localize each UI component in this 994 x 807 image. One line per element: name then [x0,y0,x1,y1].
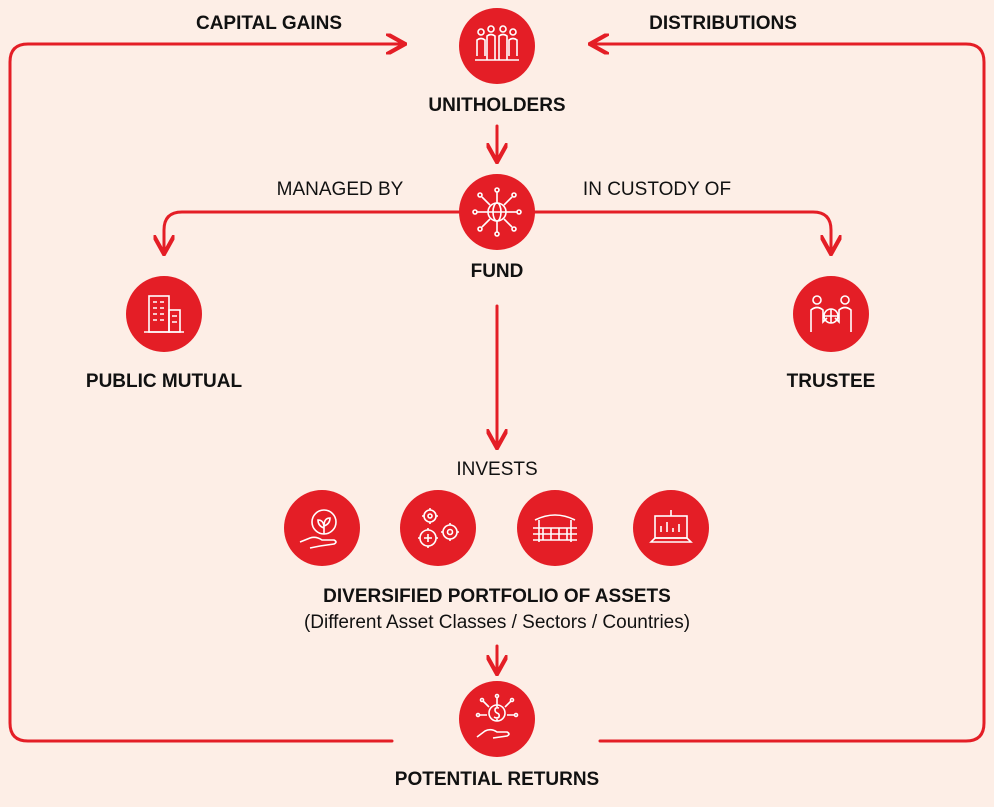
managed-by-label: MANAGED BY [276,179,404,200]
laptop-chart-icon [633,490,709,566]
public-mutual-label: PUBLIC MUTUAL [85,371,243,392]
unitholders-label: UNITHOLDERS [428,95,566,116]
portfolio-subtitle: (Different Asset Classes / Sectors / Cou… [303,612,691,633]
fund-label: FUND [470,261,524,282]
portfolio-title: DIVERSIFIED PORTFOLIO OF ASSETS [323,586,671,607]
potential-returns-icon [459,681,535,757]
capital-gains-label: CAPITAL GAINS [195,13,343,34]
in-custody-of-label: IN CUSTODY OF [582,179,732,200]
managed-by-line [164,210,462,252]
trustee-icon [793,276,869,352]
potential-returns-label: POTENTIAL RETURNS [394,769,600,790]
gears-icon [400,490,476,566]
hand-plant-earth-icon [284,490,360,566]
distributions-label: DISTRIBUTIONS [649,13,797,34]
fund-icon [459,174,535,250]
custody-line [532,210,831,252]
trustee-label: TRUSTEE [786,371,876,392]
distributions-loop-line [592,44,986,743]
railway-icon [517,490,593,566]
capital-gains-loop-line [8,44,403,743]
public-mutual-icon [126,276,202,352]
unitholders-icon [459,8,535,84]
invests-label: INVESTS [456,459,538,480]
